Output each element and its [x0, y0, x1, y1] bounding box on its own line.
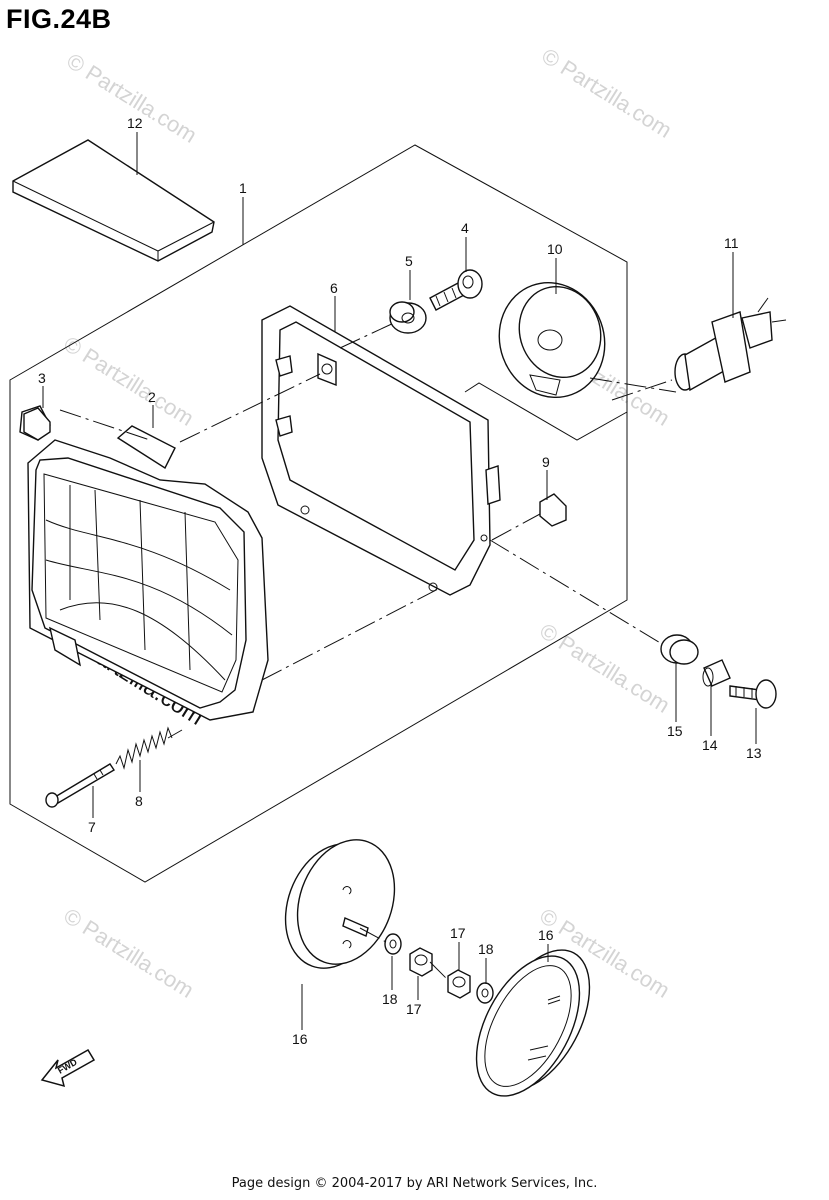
leader-lines: [42, 132, 757, 1030]
fwd-arrow: FWD: [40, 1048, 96, 1088]
callout-1: 1: [239, 180, 247, 196]
lens-cover-right: [475, 949, 591, 1097]
socket-cover: [498, 281, 606, 399]
watermark: © Partzilla.com: [537, 43, 676, 143]
callout-6: 6: [330, 280, 338, 296]
nut-left: [409, 947, 433, 977]
callout-18-right: 18: [478, 941, 494, 957]
headlamp-rim: [261, 305, 501, 596]
callout-16-left: 16: [292, 1031, 308, 1047]
watermark: © Partzilla.com: [535, 618, 674, 718]
grommet-15: [660, 634, 699, 665]
adjusting-screw-long: [45, 763, 115, 808]
callout-12: 12: [127, 115, 143, 131]
spring: [115, 726, 173, 770]
washer-left: [384, 933, 402, 955]
collar: [702, 659, 731, 687]
adjust-screw: [429, 269, 483, 311]
nut-clip-9: [539, 493, 567, 527]
callout-14: 14: [702, 737, 718, 753]
assembly-boundary-notch: [464, 382, 628, 441]
callout-5: 5: [405, 253, 413, 269]
callout-16-right: 16: [538, 927, 554, 943]
callout-9: 9: [542, 454, 550, 470]
callout-3: 3: [38, 370, 46, 386]
callout-10: 10: [547, 241, 563, 257]
callout-8: 8: [135, 793, 143, 809]
callout-15: 15: [667, 723, 683, 739]
label-sheet: [12, 139, 215, 262]
callout-13: 13: [746, 745, 762, 761]
watermark: © Partzilla.com: [59, 903, 198, 1003]
nut-right: [447, 969, 471, 999]
callout-7: 7: [88, 819, 96, 835]
callout-17-right: 17: [450, 925, 466, 941]
headlight-bulb: [674, 297, 787, 392]
nut-clip: [23, 407, 51, 441]
page-footer: Page design © 2004-2017 by ARI Network S…: [231, 1176, 598, 1191]
callout-4: 4: [461, 220, 469, 236]
callout-18-left: 18: [382, 991, 398, 1007]
callout-2: 2: [148, 389, 156, 405]
assembly-dash-lines: [59, 321, 677, 981]
figure-title: FIG.24B: [6, 4, 112, 34]
bolt: [729, 679, 777, 709]
headlamp-unit: [19, 405, 269, 721]
cover-disc-left: [284, 839, 396, 969]
callout-11: 11: [724, 235, 739, 251]
watermark: © Partzilla.com: [62, 48, 201, 148]
callout-17-left: 17: [406, 1001, 422, 1017]
washer-right: [476, 982, 494, 1004]
watermark: © Partzilla.com: [59, 331, 198, 431]
grommet: [389, 301, 427, 334]
assembly-boundary: [9, 144, 628, 883]
callouts: 12 1 5 4 10 11 6 3 2 9 7 8 15 14 13 16 1…: [38, 115, 762, 1047]
